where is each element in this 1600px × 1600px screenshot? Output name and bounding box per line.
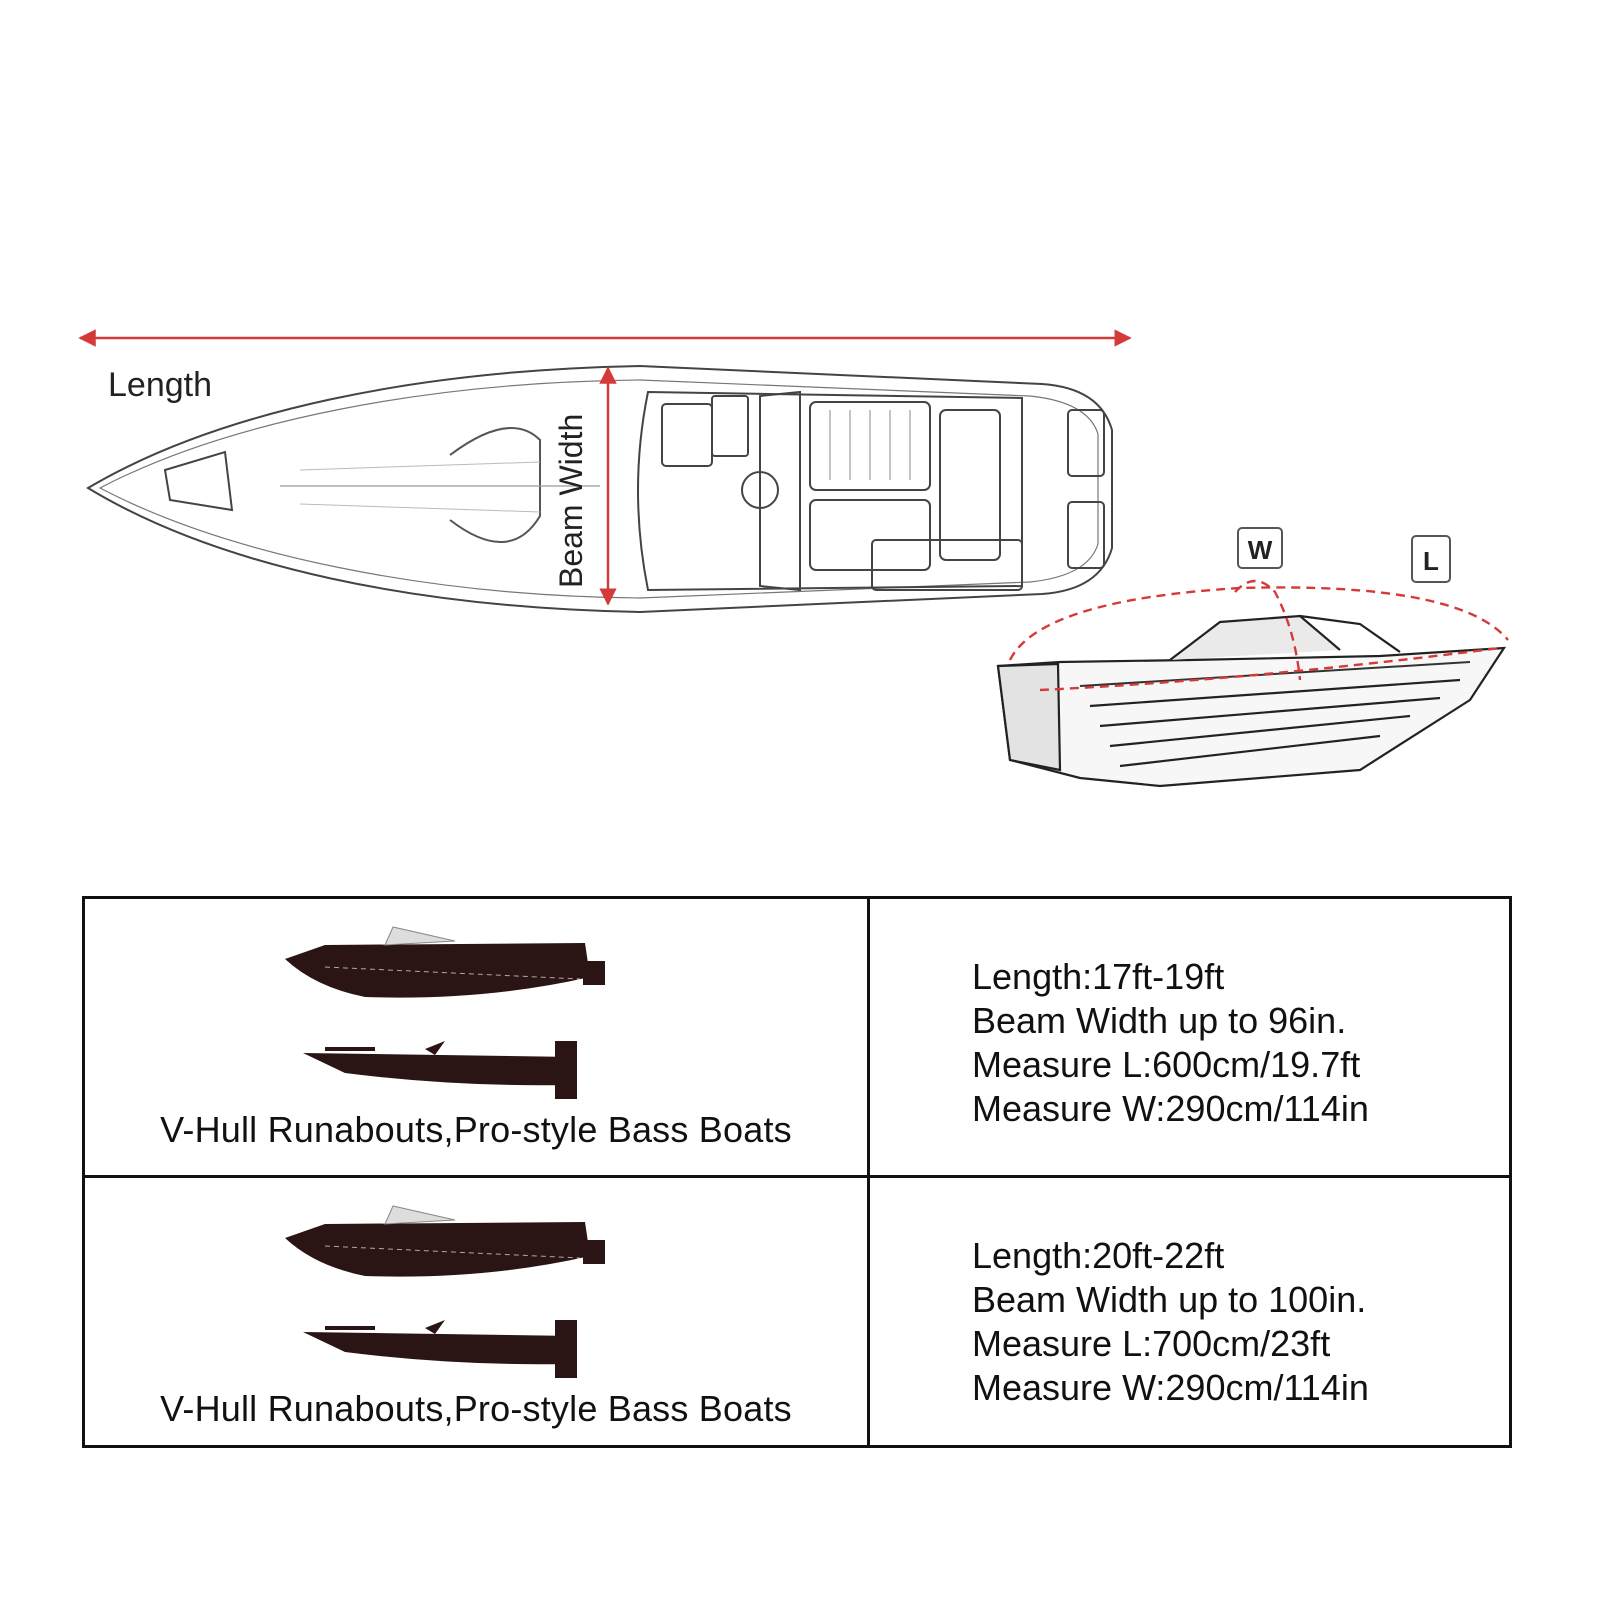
w-tag: W: [1237, 527, 1283, 569]
table-row-divider: [85, 1175, 1509, 1178]
spec-list: Length:17ft-19ft Beam Width up to 96in. …: [972, 955, 1369, 1131]
boat-type-icons: [285, 1205, 605, 1378]
cover-measure-curves: [1008, 579, 1509, 692]
length-label: Length: [108, 366, 212, 404]
table-row: V-Hull Runabouts,Pro-style Bass Boats Le…: [85, 899, 1509, 1175]
svg-text:L: L: [1423, 546, 1439, 576]
spec-measure-l: Measure L:600cm/19.7ft: [972, 1044, 1361, 1085]
boat-type-caption: V-Hull Runabouts,Pro-style Bass Boats: [160, 1109, 792, 1150]
size-spec-table: V-Hull Runabouts,Pro-style Bass Boats Le…: [82, 896, 1512, 1448]
boat-measurement-diagram: Length Beam Width: [78, 329, 1509, 788]
l-tag: L: [1411, 535, 1451, 583]
spec-measure-w: Measure W:290cm/114in: [972, 1088, 1369, 1129]
spec-measure-w: Measure W:290cm/114in: [972, 1367, 1369, 1408]
spec-beam-width: Beam Width up to 100in.: [972, 1279, 1367, 1320]
beam-width-label: Beam Width: [553, 414, 589, 588]
svg-text:W: W: [1248, 535, 1273, 565]
table-column-divider: [867, 899, 870, 1445]
spec-measure-l: Measure L:700cm/23ft: [972, 1323, 1331, 1364]
table-row: V-Hull Runabouts,Pro-style Bass Boats Le…: [85, 1178, 1509, 1454]
boat-type-caption: V-Hull Runabouts,Pro-style Bass Boats: [160, 1388, 792, 1429]
top-view-boat: [86, 364, 1113, 614]
spec-length: Length:17ft-19ft: [972, 956, 1225, 997]
side-view-covered-boat: [996, 614, 1507, 788]
spec-list: Length:20ft-22ft Beam Width up to 100in.…: [972, 1234, 1369, 1410]
boat-type-icons: [285, 926, 605, 1099]
spec-length: Length:20ft-22ft: [972, 1235, 1225, 1276]
spec-beam-width: Beam Width up to 96in.: [972, 1000, 1347, 1041]
